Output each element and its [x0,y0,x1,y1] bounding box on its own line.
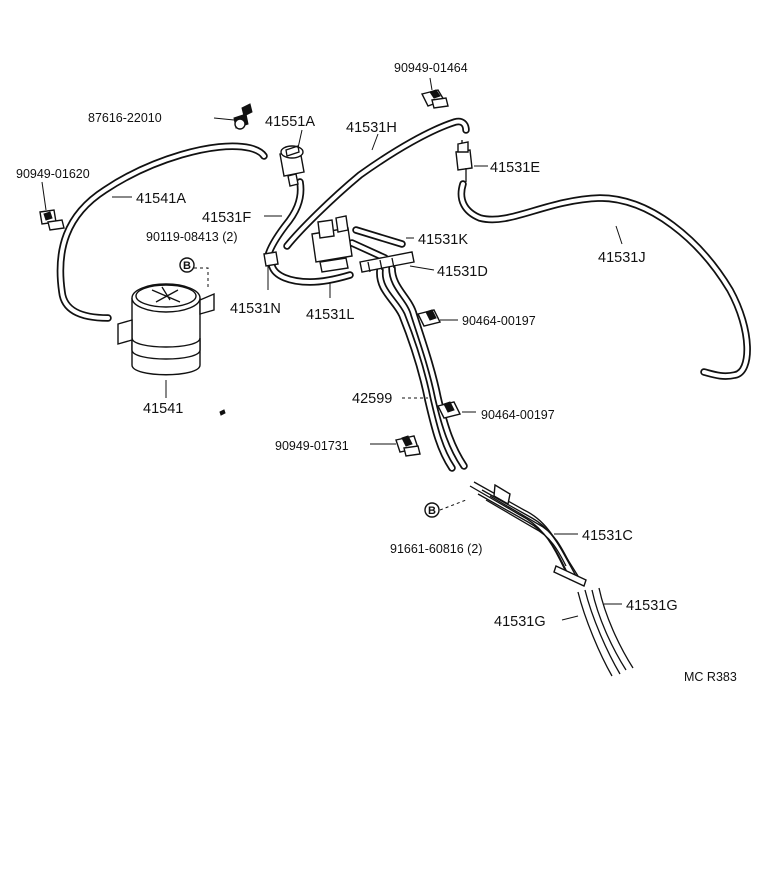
clip-90949-01464[interactable] [420,89,449,109]
label-41541: 41541 [143,401,183,417]
label-41531G-left: 41531G [494,614,546,630]
label-90949-01464: 90949-01464 [394,61,468,75]
label-41531H: 41531H [346,120,397,136]
label-91661-60816: 91661-60816 (2) [390,542,482,556]
svg-text:B: B [428,505,436,517]
clip-90464-00197-lower[interactable] [436,401,462,419]
label-41541A: 41541A [136,191,186,207]
hose-41531H[interactable] [283,117,470,250]
tube-42599[interactable] [376,264,468,472]
label-41551A: 41551A [265,114,315,130]
stray-mark [219,409,226,416]
part-labels: 90949-01464 87616-22010 41551A 41531H 41… [16,61,737,684]
hose-41541A[interactable] [56,142,268,322]
label-41531F: 41531F [202,210,251,226]
hose-41531K-b[interactable] [348,239,389,262]
hose-41531L[interactable] [268,262,354,286]
hose-41531K[interactable] [352,226,406,248]
label-41531D: 41531D [437,264,488,280]
valve-assembly-41531D[interactable] [311,215,415,273]
label-90119-08413: 90119-08413 (2) [146,230,238,244]
vsv-valve-41551A[interactable] [279,145,305,187]
clip-90949-01731[interactable] [395,435,421,457]
filter-41531E[interactable] [455,140,473,182]
clip-90464-00197-upper[interactable] [416,309,442,327]
clip-90949-01620[interactable] [39,209,65,231]
bolt-marker-lower: B [424,502,440,518]
pipe-41531C[interactable] [469,481,587,587]
label-41531L: 41531L [306,307,354,323]
joint-41531N[interactable] [263,251,279,267]
hose-41531J[interactable] [457,180,751,380]
leader-lines [41,77,623,621]
label-41531K: 41531K [418,232,468,248]
label-41531E: 41531E [490,160,540,176]
label-90949-01731: 90949-01731 [275,439,349,453]
label-41531G-right: 41531G [626,598,678,614]
bolt-marker-upper: B [179,257,195,273]
charcoal-canister-41541[interactable] [117,283,215,376]
reference-code: MC R383 [684,670,737,684]
clip-87616-22010[interactable] [233,103,253,130]
label-90464-00197-b: 90464-00197 [481,408,555,422]
hose-41531F[interactable] [264,178,305,260]
label-41531N: 41531N [230,301,281,317]
svg-text:B: B [183,260,191,272]
label-90464-00197-a: 90464-00197 [462,314,536,328]
label-41531J: 41531J [598,250,646,266]
label-42599: 42599 [352,391,392,407]
label-90949-01620: 90949-01620 [16,167,90,181]
tube-41531G-right[interactable] [591,587,634,671]
label-87616-22010: 87616-22010 [88,111,162,125]
tube-41531G-left[interactable] [577,589,621,677]
label-41531C: 41531C [582,528,633,544]
